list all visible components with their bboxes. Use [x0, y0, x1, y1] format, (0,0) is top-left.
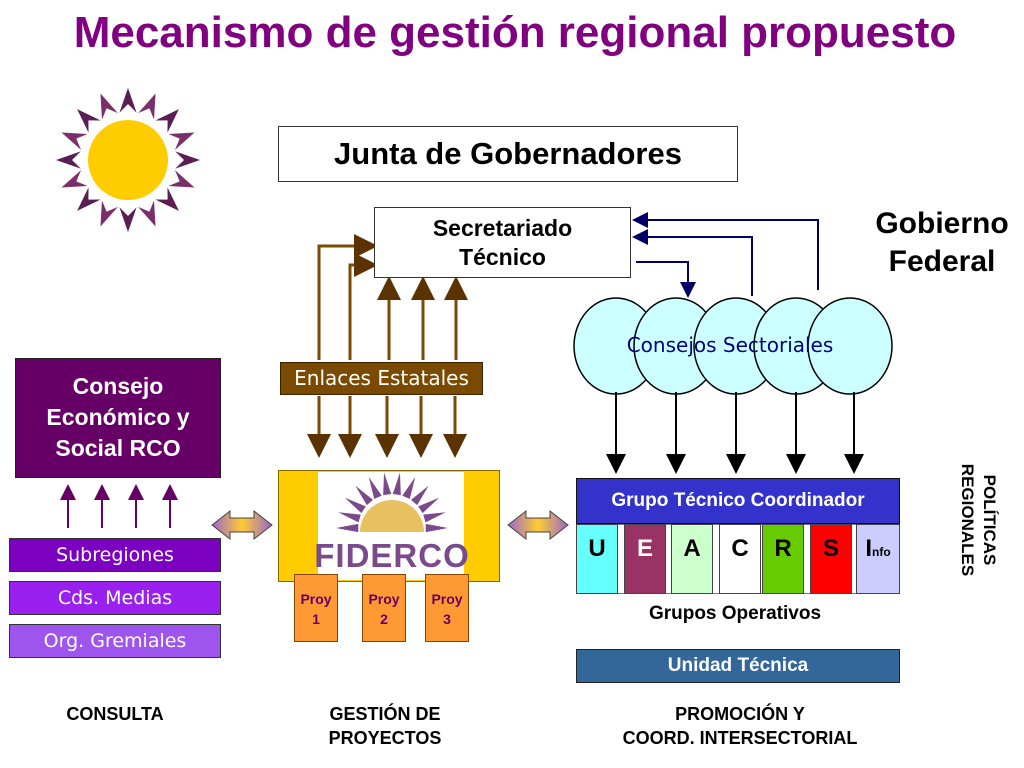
sun-ray — [77, 109, 101, 133]
fiderco-wordmark: FIDERCO — [314, 537, 470, 574]
politicas-regionales-label: POLÍTICAS REGIONALES — [958, 464, 999, 576]
sun-ray — [138, 93, 156, 120]
unidad-tecnica-box: Unidad Técnica — [576, 649, 900, 683]
sun-ray — [77, 187, 101, 211]
letter-e-box: E — [624, 524, 666, 594]
footer-promocion: PROMOCIÓN Y COORD. INTERSECTORIAL — [570, 702, 910, 750]
info-suffix: nfo — [872, 545, 891, 559]
consejo-economico-box: Consejo Económico y Social RCO — [15, 358, 221, 478]
gobierno-federal-label: Gobierno Federal — [860, 205, 1024, 281]
secretariado-line-2: Técnico — [459, 244, 546, 270]
sun-ray — [168, 132, 195, 150]
proyecto-2-line-2: 2 — [380, 611, 388, 627]
sun-ray — [100, 200, 118, 227]
footer-gestion-line-1: GESTIÓN DE — [329, 704, 441, 724]
sun-ray — [138, 200, 156, 227]
org-gremiales-box: Org. Gremiales — [9, 624, 221, 658]
proyecto-3-box: Proy 3 — [425, 574, 469, 642]
sun-ray — [119, 88, 137, 113]
proyecto-2-line-1: Proy — [368, 591, 400, 607]
letter-a-box: A — [671, 524, 713, 594]
consejos-sectoriales-label: Consejos Sectoriales — [626, 333, 834, 357]
sun-ray — [168, 170, 195, 188]
footer-gestion: GESTIÓN DE PROYECTOS — [285, 702, 485, 750]
footer-promocion-line-1: PROMOCIÓN Y — [675, 704, 805, 724]
proyecto-1-line-1: Proy — [300, 591, 332, 607]
letter-s-box: S — [810, 524, 852, 594]
footer-promocion-line-2: COORD. INTERSECTORIAL — [622, 728, 858, 748]
proyecto-1-line-2: 1 — [312, 611, 320, 627]
proyecto-1-box: Proy 1 — [294, 574, 338, 642]
letter-u-box: U — [576, 524, 618, 594]
subregiones-box: Subregiones — [9, 538, 221, 572]
politicas-line-1: POLÍTICAS — [980, 475, 999, 566]
proyecto-3-line-1: Proy — [431, 591, 463, 607]
consejo-line-2: Económico y — [46, 404, 190, 430]
consejo-line-3: Social RCO — [55, 435, 181, 461]
letter-r-box: R — [762, 524, 804, 594]
secretariado-line-1: Secretariado — [432, 215, 573, 241]
consejo-line-1: Consejo — [72, 373, 164, 399]
sun-ray — [61, 170, 88, 188]
sun-ray — [175, 151, 200, 169]
footer-gestion-line-2: PROYECTOS — [328, 728, 442, 748]
page-title: Mecanismo de gestión regional propuesto — [73, 8, 957, 57]
enlaces-estatales-box: Enlaces Estatales — [280, 362, 483, 395]
info-letter: I — [865, 535, 872, 562]
sun-ray — [155, 109, 179, 133]
gobierno-line-1: Gobierno — [875, 207, 1009, 240]
proyecto-3-line-2: 3 — [443, 611, 451, 627]
secretariado-tecnico-box: Secretariado Técnico — [374, 207, 631, 278]
letter-info-box: Info — [856, 524, 900, 594]
proyecto-2-box: Proy 2 — [362, 574, 406, 642]
sun-ray — [61, 132, 88, 150]
grupos-operativos-label: Grupos Operativos — [648, 603, 822, 624]
double-arrow-right — [507, 509, 569, 541]
sun-ray — [56, 151, 81, 169]
sun-ray — [155, 187, 179, 211]
politicas-line-2: REGIONALES — [958, 464, 977, 576]
gobierno-line-2: Federal — [888, 245, 996, 278]
sun-ray — [100, 93, 118, 120]
sun-ray — [119, 207, 137, 232]
footer-consulta: CONSULTA — [66, 704, 164, 724]
letter-c-box: C — [719, 524, 761, 594]
cds-medias-box: Cds. Medias — [9, 581, 221, 615]
double-arrow-left — [211, 509, 273, 541]
junta-gobernadores-box: Junta de Gobernadores — [278, 126, 738, 182]
grupo-tecnico-coordinador-box: Grupo Técnico Coordinador — [576, 478, 900, 524]
